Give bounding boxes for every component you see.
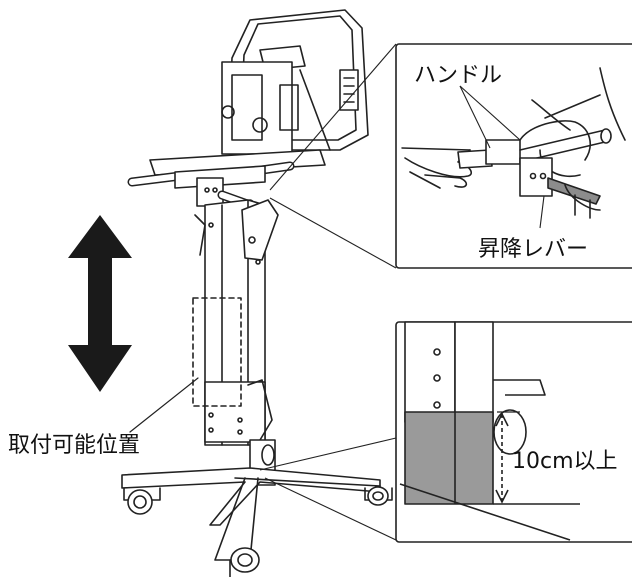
- clearance-arrow-up-icon: [495, 412, 509, 427]
- lift-lever-label: 昇降レバー: [478, 237, 588, 262]
- clearance-arrow-down-icon: [495, 489, 509, 504]
- mount-area-leader: [129, 377, 199, 433]
- monitor: [221, 9, 369, 155]
- stand-base: [121, 467, 393, 577]
- callout-leaders: [259, 43, 397, 541]
- handle-label: ハンドル: [414, 63, 502, 88]
- up-down-arrow-icon: [68, 215, 132, 392]
- callout-clearance: 10cm以上: [395, 321, 632, 543]
- handle-bar: [127, 149, 326, 211]
- clearance-label: 10cm以上: [512, 449, 618, 474]
- mount-position-label: 取付可能位置: [8, 433, 140, 458]
- mount-area-dashed: [192, 297, 242, 407]
- callout-handle-lever: ハンドル 昇降レバー: [395, 43, 632, 269]
- stand-pole: [194, 199, 279, 486]
